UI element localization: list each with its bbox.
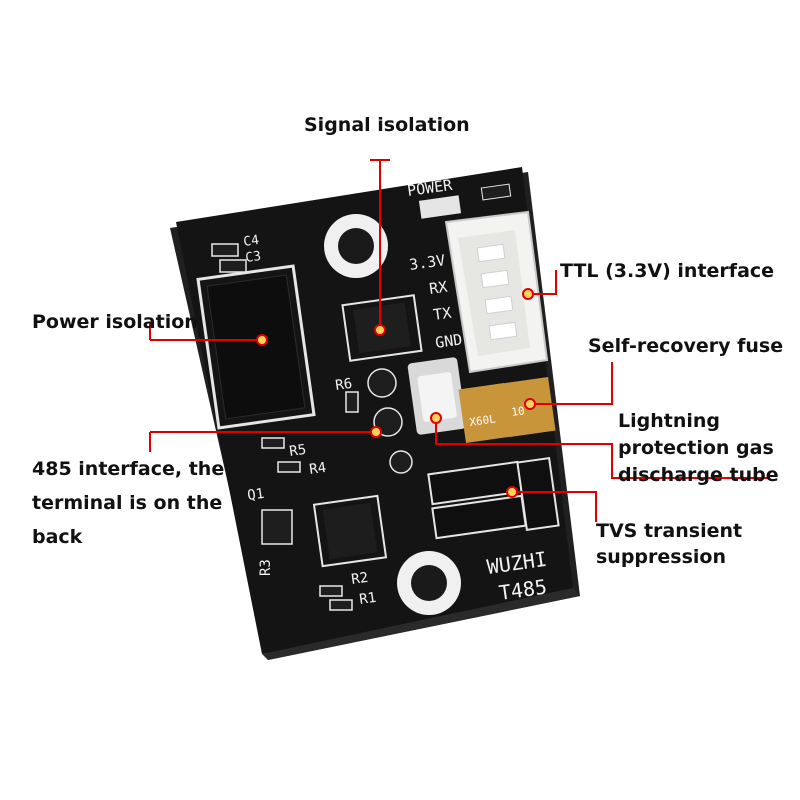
tvs-diodes: [427, 456, 560, 540]
mounting-hole-top: [324, 214, 388, 278]
silk-q1: Q1: [246, 486, 265, 504]
transceiver-chip: [312, 494, 388, 568]
tube-marking: X60L: [469, 412, 497, 429]
fuse-marking: 10: [511, 404, 526, 419]
callout-tvs-suppression: TVS transient suppression: [596, 520, 743, 568]
callout-ttl-interface: TTL (3.3V) interface: [560, 260, 775, 282]
ttl-connector: [444, 210, 549, 374]
silk-pin-gnd: GND: [434, 330, 463, 352]
silk-r1: R1: [358, 590, 377, 608]
silk-r2: R2: [350, 570, 369, 588]
callout-signal-isolation: Signal isolation: [304, 114, 470, 136]
silk-pin-rx: RX: [428, 278, 448, 298]
callout-self-recovery-fuse: Self-recovery fuse: [588, 335, 784, 357]
small-components: [211, 243, 413, 611]
callout-power-isolation: Power isolation: [32, 311, 198, 333]
callout-lightning-protection: Lightning protection gas discharge tube: [618, 410, 779, 486]
gas-discharge-tube: [407, 357, 467, 435]
silk-pin-tx: TX: [432, 304, 452, 324]
mounting-hole-bottom: [397, 551, 461, 615]
power-isolation-module: [196, 264, 316, 430]
callout-485-interface: 485 interface, the terminal is on the ba…: [32, 458, 225, 548]
marker-dots: [256, 288, 536, 498]
silk-c4: C4: [242, 233, 260, 250]
silk-pin-3v3: 3.3V: [408, 251, 446, 274]
silk-r3: R3: [258, 559, 274, 576]
silk-r5: R5: [288, 442, 307, 460]
silk-r6: R6: [334, 376, 353, 394]
leader-lines: [149, 159, 770, 522]
power-led: [418, 183, 512, 219]
silk-c3: C3: [244, 249, 262, 266]
silk-r4: R4: [308, 460, 327, 478]
